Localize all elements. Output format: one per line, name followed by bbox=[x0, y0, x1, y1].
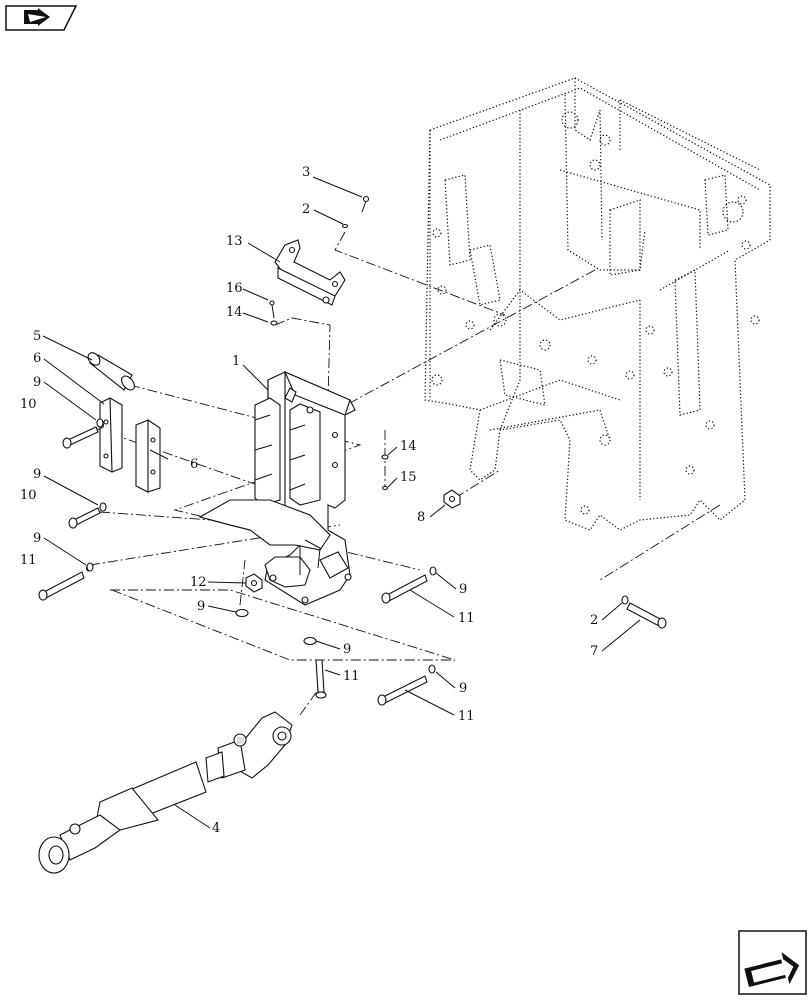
callout-9: 9 bbox=[33, 467, 41, 482]
callout-4: 4 bbox=[212, 821, 220, 836]
callout-10: 10 bbox=[20, 397, 37, 412]
callout-11: 11 bbox=[458, 709, 475, 724]
clamp-block-part-6a bbox=[99, 397, 123, 473]
callout-13: 13 bbox=[226, 234, 243, 249]
callout-15: 15 bbox=[400, 470, 417, 485]
callout-9: 9 bbox=[197, 599, 205, 614]
callout-14: 14 bbox=[226, 305, 243, 320]
callout-16: 16 bbox=[226, 281, 243, 296]
clamp-block-part-6b bbox=[135, 419, 161, 493]
callout-9: 9 bbox=[33, 531, 41, 546]
callout-2: 2 bbox=[590, 613, 598, 628]
callout-10: 10 bbox=[20, 488, 37, 503]
callout-7: 7 bbox=[590, 644, 598, 659]
pin-part-5 bbox=[87, 352, 135, 391]
leader-lines bbox=[42, 176, 641, 829]
small-fasteners bbox=[269, 195, 389, 491]
bolt-part-11d bbox=[377, 675, 428, 706]
washers-and-nuts bbox=[86, 418, 629, 674]
bolt-part-7 bbox=[626, 602, 667, 629]
callout-5: 5 bbox=[33, 329, 41, 344]
callout-9: 9 bbox=[343, 642, 351, 657]
support-bracket-part-1 bbox=[198, 370, 356, 606]
callout-14: 14 bbox=[400, 439, 417, 454]
callout-3: 3 bbox=[302, 165, 310, 180]
back-nav-button[interactable] bbox=[5, 5, 78, 31]
callout-11: 11 bbox=[343, 669, 360, 684]
callout-9: 9 bbox=[459, 582, 467, 597]
bolt-part-11b bbox=[381, 574, 428, 604]
callout-6: 6 bbox=[190, 457, 198, 472]
bracket-part-13 bbox=[274, 239, 346, 306]
forward-nav-button[interactable] bbox=[738, 930, 807, 995]
callout-1: 1 bbox=[232, 354, 240, 369]
callout-9: 9 bbox=[459, 681, 467, 696]
bolt-part-11c bbox=[315, 659, 327, 699]
callout-11: 11 bbox=[20, 553, 37, 568]
forward-arrow-icon bbox=[744, 952, 800, 988]
callout-12: 12 bbox=[190, 575, 207, 590]
bolt-part-11a bbox=[38, 564, 93, 601]
tractor-front-frame bbox=[424, 77, 771, 531]
callout-2: 2 bbox=[302, 202, 310, 217]
callout-11: 11 bbox=[458, 611, 475, 626]
back-arrow-icon bbox=[24, 8, 50, 26]
callout-labels: 3 2 13 16 14 5 1 6 9 10 6 14 15 9 10 8 9… bbox=[20, 165, 598, 836]
top-link-part-4 bbox=[38, 711, 293, 874]
callout-9: 9 bbox=[33, 375, 41, 390]
callout-6: 6 bbox=[33, 351, 41, 366]
callout-8: 8 bbox=[417, 510, 425, 525]
